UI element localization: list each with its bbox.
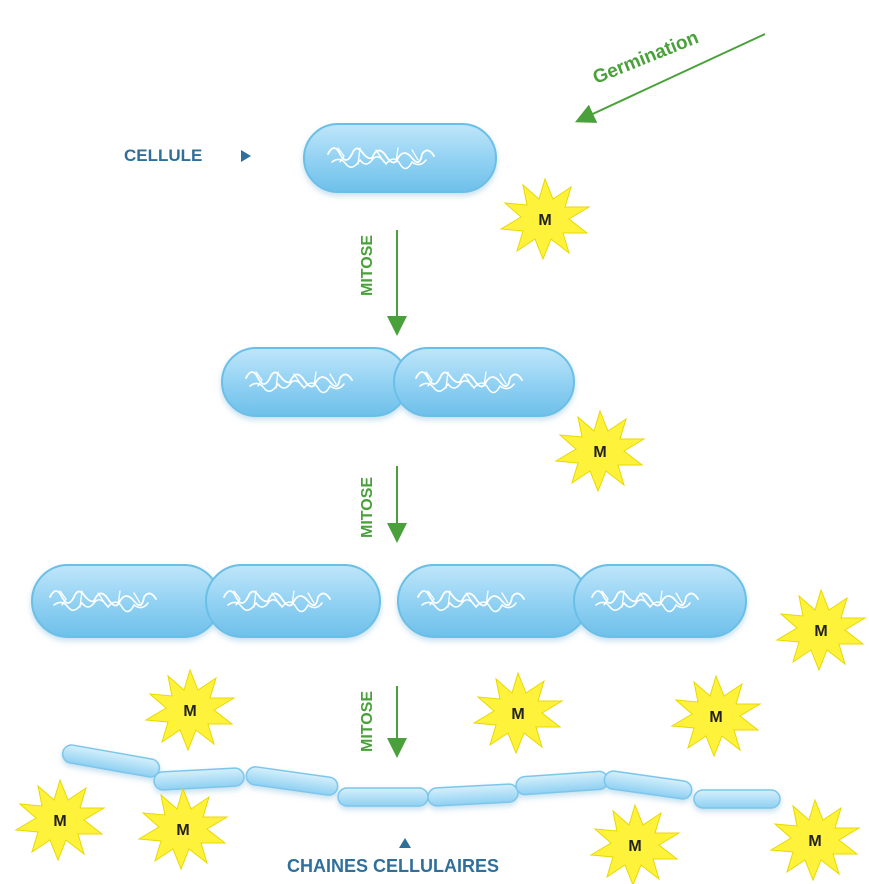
burst-letter: M	[511, 706, 524, 723]
cell-chain	[61, 744, 781, 809]
chain-segment	[245, 766, 339, 796]
chain-segment	[603, 770, 693, 800]
bacterium-cell-icon	[31, 564, 221, 638]
cell-row-1	[303, 123, 497, 193]
burst-letter: M	[709, 709, 722, 726]
burst-10: M	[770, 799, 860, 881]
mitose-label-2: MITOSE	[359, 477, 376, 538]
mitose-label-1: MITOSE	[359, 235, 376, 296]
cellule-label-group: CELLULE	[124, 146, 251, 165]
mitose-step-2: MITOSE	[359, 466, 407, 543]
chaines-label: CHAINES CELLULAIRES	[287, 856, 499, 876]
burst-6: M	[671, 675, 761, 757]
cell-row-3	[31, 564, 747, 638]
chain-segment	[337, 787, 429, 807]
mitose-label-3: MITOSE	[359, 691, 376, 752]
burst-1: M	[500, 178, 590, 260]
chain-segment	[153, 767, 245, 791]
burst-letter: M	[808, 833, 821, 850]
burst-2: M	[555, 410, 645, 492]
germination-arrow	[574, 33, 766, 123]
burst-letter: M	[538, 212, 551, 229]
burst-letter: M	[628, 838, 641, 855]
burst-letter: M	[176, 822, 189, 839]
cell-row-2	[221, 347, 575, 417]
burst-letter: M	[593, 444, 606, 461]
chaines-pointer-icon	[399, 838, 411, 848]
burst-3: M	[776, 589, 866, 671]
chain-segment	[515, 770, 609, 796]
chain-segment	[61, 744, 161, 778]
burst-letter: M	[814, 623, 827, 640]
bacterium-cell-icon	[303, 123, 497, 193]
burst-5: M	[473, 672, 563, 754]
mitose-step-1: MITOSE	[359, 230, 407, 336]
mitose-step-3: MITOSE	[359, 686, 407, 758]
chain-segment	[427, 783, 519, 807]
cellule-label: CELLULE	[124, 146, 202, 165]
burst-4: M	[145, 669, 235, 751]
burst-8: M	[138, 788, 228, 870]
cellule-pointer-icon	[241, 150, 251, 162]
burst-letter: M	[183, 703, 196, 720]
burst-9: M	[590, 804, 680, 884]
burst-7: M	[15, 779, 105, 861]
chain-segment	[693, 789, 781, 809]
germination-label: Germination	[590, 27, 702, 88]
chaines-label-group: CHAINES CELLULAIRES	[287, 838, 499, 876]
burst-letter: M	[53, 813, 66, 830]
bacterium-cell-icon	[397, 564, 589, 638]
germination-group: Germination	[574, 27, 766, 123]
